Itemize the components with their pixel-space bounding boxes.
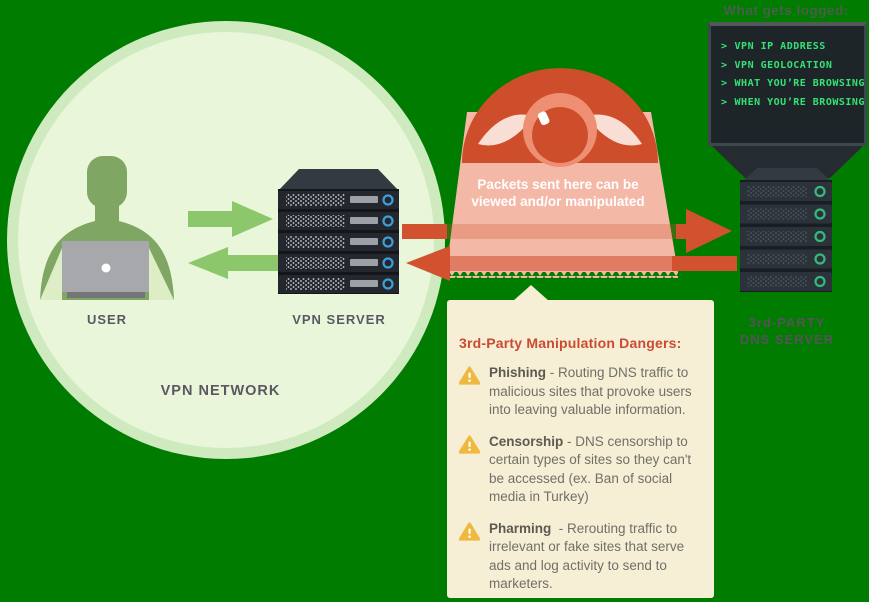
danger-sep: - [551, 520, 568, 536]
dns-server-icon [740, 168, 832, 292]
warning-triangle-icon [458, 433, 481, 507]
terminal-funnel [712, 146, 863, 178]
dangers-panel: 3rd-Party Manipulation Dangers: Phishing… [447, 300, 714, 598]
laptop-icon [62, 241, 149, 298]
danger-desc: Rerouting traffic to irrelevant or fake … [489, 520, 688, 592]
beam-caption: Packets sent here can be viewed and/or m… [447, 176, 669, 210]
danger-text: Censorship - DNS censorship to certain t… [489, 433, 700, 507]
danger-desc: Routing DNS traffic to malicious sites t… [489, 365, 696, 417]
warning-triangle-icon [458, 364, 481, 420]
red-arrow-left-icon [406, 246, 737, 281]
vpn-network-circle [7, 21, 445, 459]
beam-caption-line2: viewed and/or manipulated [471, 194, 645, 209]
vpn-server-icon [278, 169, 399, 294]
danger-term: Censorship [489, 433, 564, 449]
terminal-line: > VPN GEOLOCATION [721, 60, 864, 71]
terminal-prompt-icon: > [721, 96, 728, 108]
user-silhouette-icon [40, 156, 174, 300]
logged-item: VPN IP ADDRESS [734, 41, 826, 52]
terminal-prompt-icon: > [721, 78, 728, 89]
terminal-line: > WHEN YOU’RE BROWSING [721, 97, 864, 108]
eye-icon [462, 68, 658, 167]
vpn-network-label: VPN NETWORK [160, 383, 281, 399]
dns-server-label: 3rd-PARTY DNS SERVER [712, 314, 862, 348]
logged-item: WHAT YOU’RE BROWSING [734, 78, 865, 89]
terminal-prompt-icon: > [721, 59, 728, 71]
terminal-panel: > VPN IP ADDRESS > VPN GEOLOCATION > WHA… [708, 22, 867, 146]
terminal-line: > WHAT YOU’RE BROWSING [721, 78, 864, 89]
dns-server-label-line2: DNS SERVER [739, 332, 835, 347]
green-arrow-left-icon [188, 247, 280, 279]
danger-sep: - [563, 433, 576, 449]
warning-triangle-icon [458, 520, 481, 594]
terminal-line: > VPN IP ADDRESS [721, 41, 864, 52]
danger-text: Pharming - Rerouting traffic to irreleva… [489, 520, 700, 594]
red-arrow-right-icon [402, 209, 732, 253]
logged-item: VPN GEOLOCATION [734, 59, 833, 71]
dns-server-label-line1: 3rd-PARTY [748, 315, 826, 330]
dangers-title: 3rd-Party Manipulation Dangers: [459, 335, 682, 351]
green-arrow-right-icon [188, 201, 273, 237]
logged-panel-title: What gets logged: [723, 3, 849, 18]
terminal-prompt-icon: > [721, 41, 728, 52]
logged-item: WHEN YOU’RE BROWSING [734, 96, 865, 108]
danger-item-pharming: Pharming - Rerouting traffic to irreleva… [458, 520, 700, 594]
danger-text: Phishing - Routing DNS traffic to malici… [489, 364, 700, 420]
vpn-server-label: VPN SERVER [292, 312, 386, 327]
user-label: USER [86, 312, 128, 327]
beam-caption-line1: Packets sent here can be [477, 177, 639, 192]
danger-item-censorship: Censorship - DNS censorship to certain t… [458, 433, 700, 507]
danger-item-phishing: Phishing - Routing DNS traffic to malici… [458, 364, 700, 420]
danger-desc: DNS censorship to certain types of sites… [489, 433, 695, 505]
danger-term: Phishing [489, 365, 546, 380]
danger-sep: - [546, 365, 558, 380]
danger-term: Pharming [489, 520, 552, 536]
